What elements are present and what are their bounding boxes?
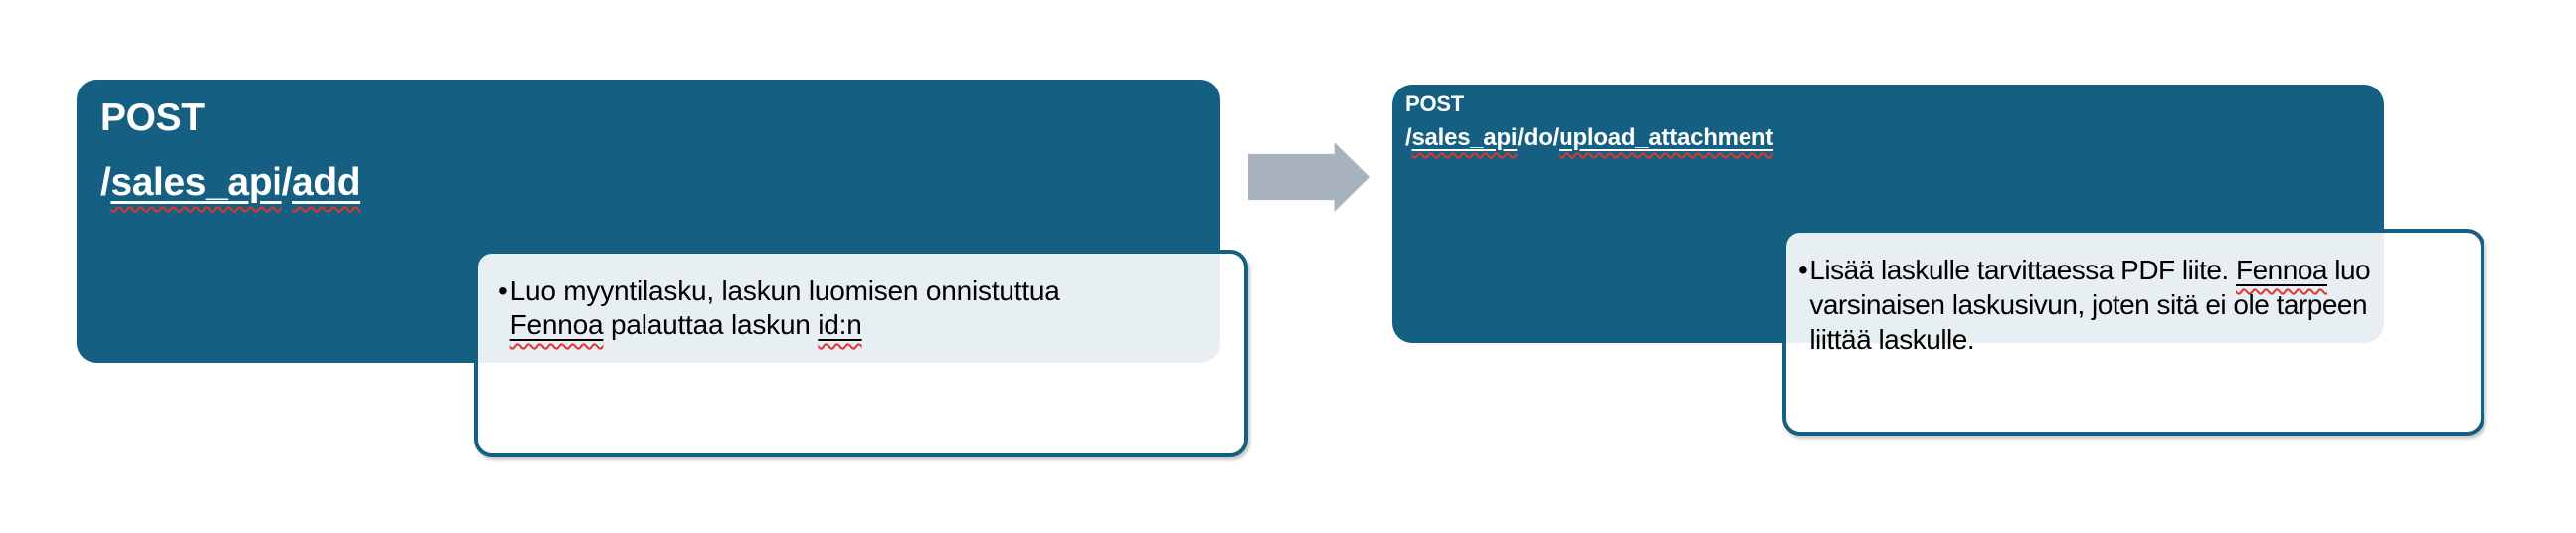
- bullet-marker: •: [1798, 255, 1808, 285]
- note-text: Lisää laskulle tarvittaessa PDF liite. F…: [1809, 255, 2371, 355]
- bullet-marker: •: [498, 275, 508, 306]
- endpoint-path: /sales_api/add: [100, 161, 361, 204]
- note-callout-pdf-attachment: • Lisää laskulle tarvittaessa PDF liite.…: [1782, 229, 2484, 436]
- note-text: Luo myyntilasku, laskun luomisen onnistu…: [509, 275, 1060, 340]
- note-callout-create-invoice: • Luo myyntilasku, laskun luomisen onnis…: [474, 250, 1248, 457]
- flow-arrow-icon: [1248, 142, 1370, 212]
- http-method-label: POST: [100, 96, 205, 139]
- note-bullet-item: • Lisää laskulle tarvittaessa PDF liite.…: [1786, 233, 2481, 357]
- note-bullet-item: • Luo myyntilasku, laskun luomisen onnis…: [478, 254, 1244, 342]
- http-method-label: POST: [1405, 91, 1465, 116]
- endpoint-path: /sales_api/do/upload_attachment: [1405, 124, 1774, 151]
